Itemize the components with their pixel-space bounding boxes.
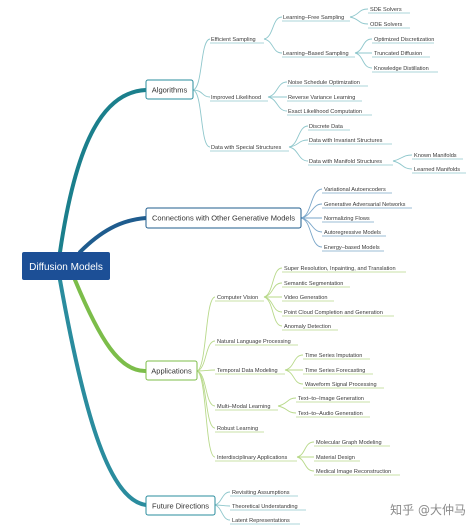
node-semantic-segmentation[interactable]: Semantic Segmentation (284, 281, 343, 287)
node-super-resolution[interactable]: Super Resolution, Inpainting, and Transl… (284, 266, 396, 272)
node-anomaly-detection[interactable]: Anomaly Detection (284, 324, 331, 330)
applications-nodes: Computer Vision Super Resolution, Inpain… (217, 266, 396, 475)
node-learning-free-sampling[interactable]: Learning–Free Sampling (283, 15, 344, 21)
node-molecular-graph[interactable]: Molecular Graph Modeling (316, 440, 382, 446)
node-invariant-structures[interactable]: Data with Invariant Structures (309, 138, 383, 144)
branch-algorithms[interactable]: Algorithms (145, 79, 194, 100)
node-waveform[interactable]: Waveform Signal Processing (305, 382, 377, 388)
node-sde-solvers[interactable]: SDE Solvers (370, 7, 402, 13)
node-noise-schedule-optimization[interactable]: Noise Schedule Optimization (288, 80, 360, 86)
node-text-to-image[interactable]: Text–to–Image Generation (298, 396, 364, 402)
branch-label: Algorithms (152, 86, 188, 95)
node-data-special-structures[interactable]: Data with Special Structures (211, 145, 281, 151)
level3-lines (263, 16, 315, 472)
node-ode-solvers[interactable]: ODE Solvers (370, 22, 403, 28)
branch-connections[interactable]: Connections with Other Generative Models (145, 207, 302, 229)
node-exact-likelihood-computation[interactable]: Exact Likelihood Computation (288, 109, 362, 115)
node-reverse-variance-learning[interactable]: Reverse Variance Learning (288, 95, 355, 101)
node-autoregressive[interactable]: Autoregressive Models (324, 230, 381, 236)
node-medical-image[interactable]: Medical Image Reconstruction (316, 469, 391, 475)
node-learning-based-sampling[interactable]: Learning–Based Sampling (283, 51, 349, 57)
root-label: Diffusion Models (29, 262, 103, 273)
branch-applications[interactable]: Applications (145, 360, 198, 381)
node-robust-learning[interactable]: Robust Learning (217, 426, 258, 432)
future-nodes: Revisiting Assumptions Theoretical Under… (232, 490, 298, 524)
node-temporal-data[interactable]: Temporal Data Modeling (217, 368, 278, 374)
node-discrete-data[interactable]: Discrete Data (309, 124, 344, 130)
node-gan[interactable]: Generative Adversarial Networks (324, 202, 406, 208)
level2-lines (192, 38, 323, 521)
node-interdisciplinary[interactable]: Interdisciplinary Applications (217, 455, 287, 461)
node-computer-vision[interactable]: Computer Vision (217, 295, 258, 301)
node-efficient-sampling[interactable]: Efficient Sampling (211, 37, 256, 43)
node-nlp[interactable]: Natural Language Processing (217, 339, 291, 345)
algorithms-nodes: Efficient Sampling Learning–Free Samplin… (211, 7, 460, 173)
node-multimodal[interactable]: Multi–Modal Learning (217, 404, 270, 410)
node-optimized-discretization[interactable]: Optimized Discretization (374, 37, 434, 43)
node-manifold-structures[interactable]: Data with Manifold Structures (309, 159, 382, 165)
node-revisiting-assumptions[interactable]: Revisiting Assumptions (232, 490, 290, 496)
branch-label: Applications (151, 367, 192, 376)
node-knowledge-distillation[interactable]: Knowledge Distillation (374, 66, 429, 72)
node-material-design[interactable]: Material Design (316, 455, 355, 461)
node-learned-manifolds[interactable]: Learned Manifolds (414, 167, 460, 173)
node-latent-representations[interactable]: Latent Representations (232, 518, 290, 524)
leaf-underlines (210, 12, 466, 525)
watermark: 知乎 @大仲马 (390, 503, 466, 517)
level4-lines (349, 8, 413, 170)
node-ts-imputation[interactable]: Time Series Imputation (305, 353, 362, 359)
node-normalizing-flows[interactable]: Normalizing Flows (324, 216, 370, 222)
node-theoretical-understanding[interactable]: Theoretical Understanding (232, 504, 298, 510)
branch-label: Connections with Other Generative Models (152, 214, 295, 223)
branch-future-directions[interactable]: Future Directions (145, 495, 216, 516)
root-node[interactable]: Diffusion Models (22, 252, 110, 280)
node-ts-forecasting[interactable]: Time Series Forecasting (305, 368, 365, 374)
connections-nodes: Variational Autoencoders Generative Adve… (324, 187, 406, 251)
node-point-cloud[interactable]: Point Cloud Completion and Generation (284, 310, 383, 316)
trunk-lines (58, 88, 148, 507)
node-energy-based[interactable]: Energy–based Models (324, 245, 380, 251)
node-improved-likelihood[interactable]: Improved Likelihood (211, 95, 261, 101)
node-video-generation[interactable]: Video Generation (284, 295, 327, 301)
branch-label: Future Directions (152, 502, 209, 511)
node-vae[interactable]: Variational Autoencoders (324, 187, 386, 193)
node-known-manifolds[interactable]: Known Manifolds (414, 153, 457, 159)
node-text-to-audio[interactable]: Text–to–Audio Generation (298, 411, 363, 417)
node-truncated-diffusion[interactable]: Truncated Diffusion (374, 51, 422, 57)
